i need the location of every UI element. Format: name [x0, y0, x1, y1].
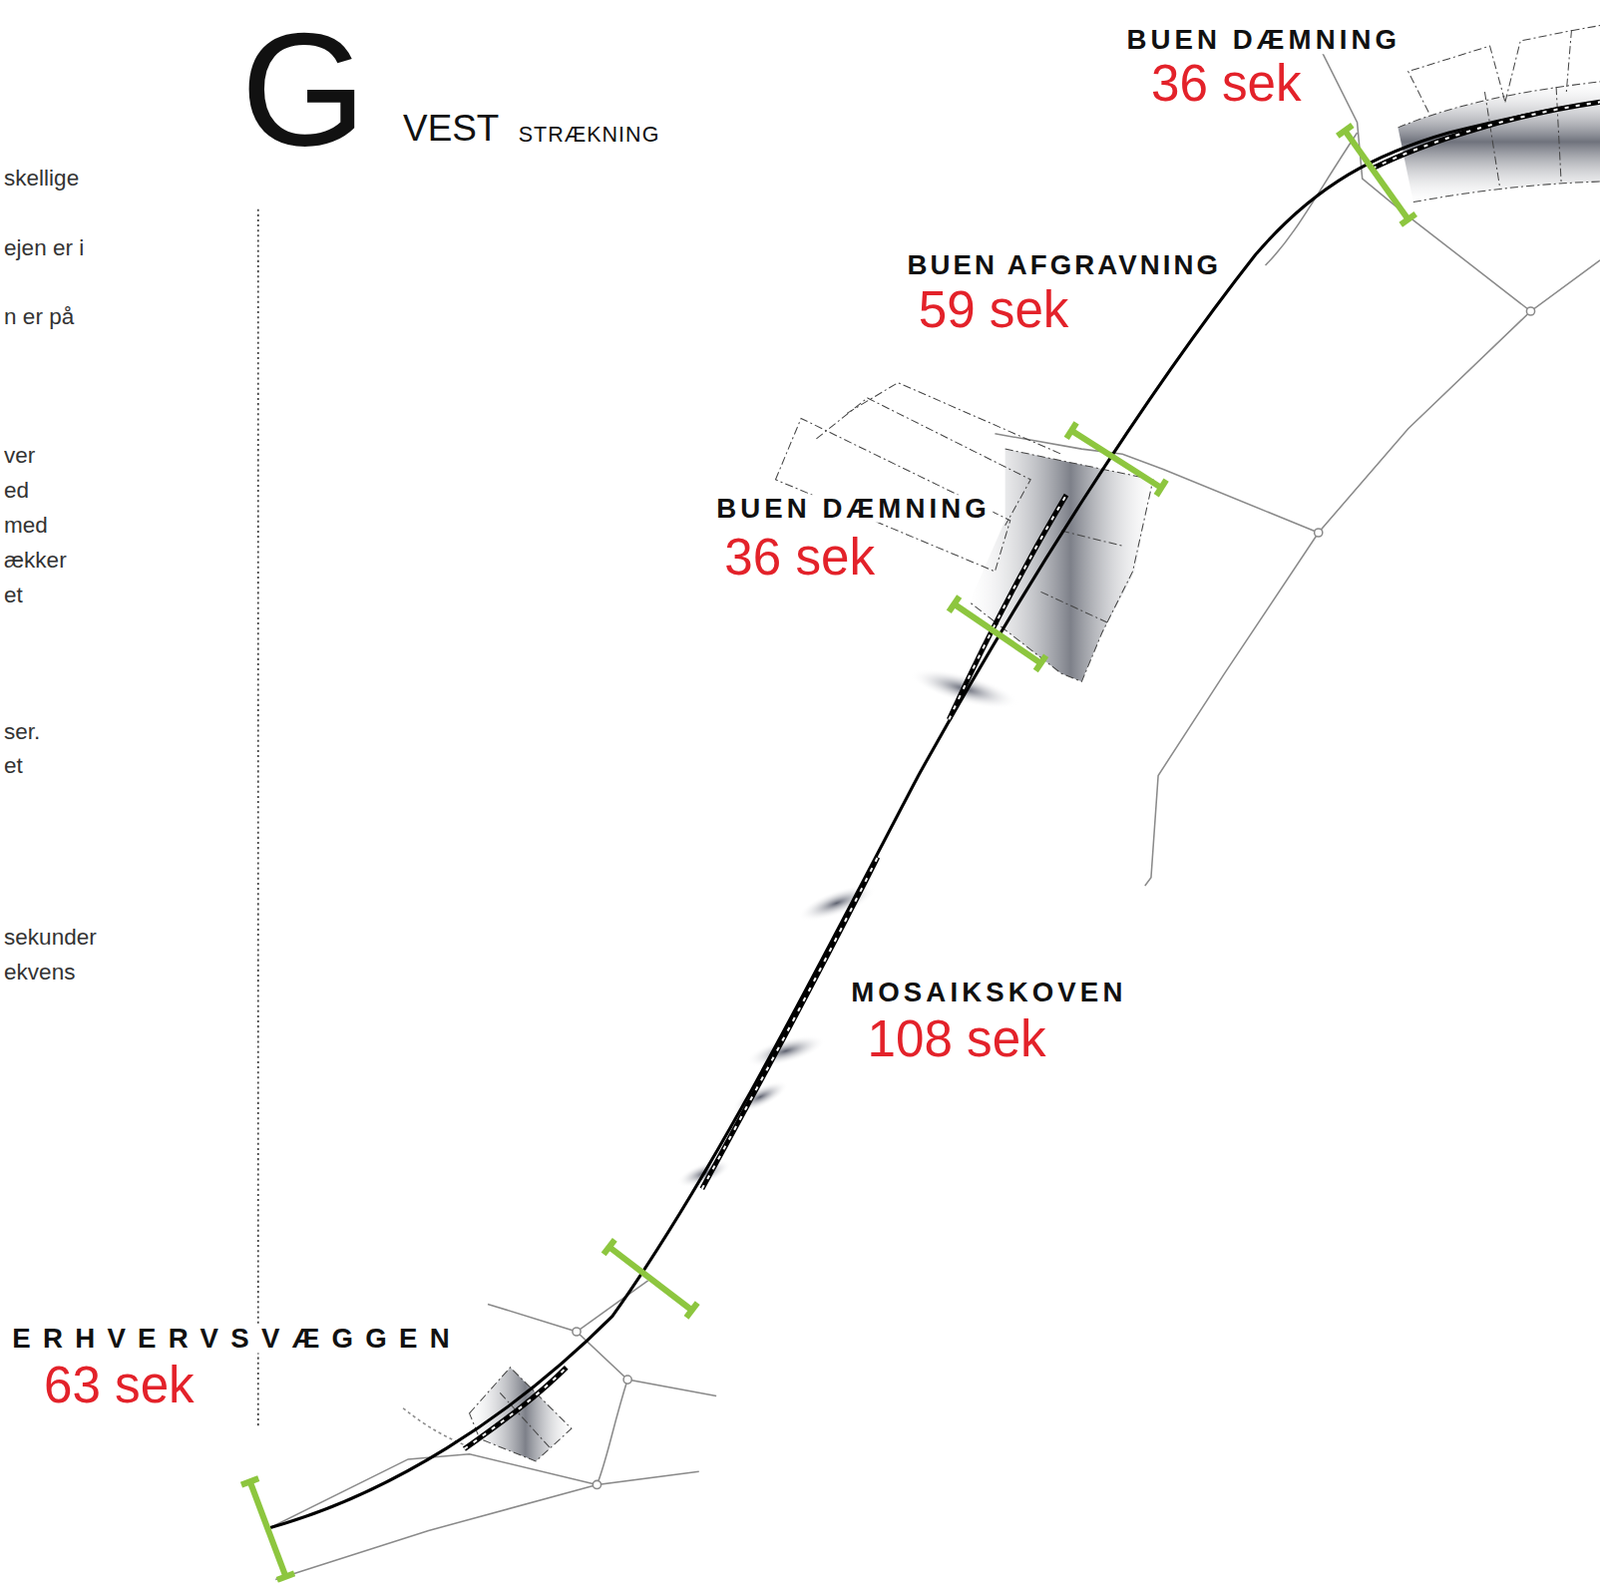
road-network	[270, 50, 1600, 1580]
note-fragment: ejen er i	[3, 236, 84, 260]
travel-time: 63 sek	[43, 1359, 195, 1411]
note-fragment: ver	[3, 444, 35, 468]
zone-outlines	[469, 25, 1600, 1462]
note-fragment: et	[3, 583, 23, 607]
section-name: BUEN DÆMNING	[1124, 26, 1403, 55]
travel-time: 36 sek	[722, 531, 877, 583]
title-text: G	[240, 7, 367, 170]
note-fragment: skellige	[3, 167, 79, 191]
title-text: STRÆKNING	[518, 123, 661, 145]
section-name: BUEN DÆMNING	[714, 494, 993, 523]
note-fragment: ser.	[3, 720, 40, 744]
note-fragment: ækker	[3, 548, 67, 572]
note-fragment: med	[3, 514, 48, 538]
section-markers	[241, 125, 1416, 1581]
travel-time: 36 sek	[1149, 57, 1304, 109]
shaded-zones	[469, 81, 1600, 1462]
note-fragment: ed	[3, 479, 29, 503]
road-junctions	[572, 307, 1536, 1490]
section-name: MOSAIKSKOVEN	[850, 978, 1127, 1007]
section-name: BUEN AFGRAVNING	[904, 252, 1223, 281]
travel-time: 108 sek	[867, 1013, 1047, 1065]
dashed-sections	[463, 101, 1600, 1449]
travel-time: 59 sek	[918, 284, 1070, 336]
section-name: ERHVERVSVÆGGEN	[9, 1325, 464, 1354]
route-line	[270, 101, 1600, 1528]
title-text: VEST	[402, 109, 499, 147]
note-fragment: n er på	[3, 306, 74, 330]
note-fragment: et	[3, 755, 23, 779]
divider-line	[257, 209, 260, 1429]
note-fragment: ekvens	[3, 961, 75, 985]
note-fragment: sekunder	[3, 926, 97, 950]
